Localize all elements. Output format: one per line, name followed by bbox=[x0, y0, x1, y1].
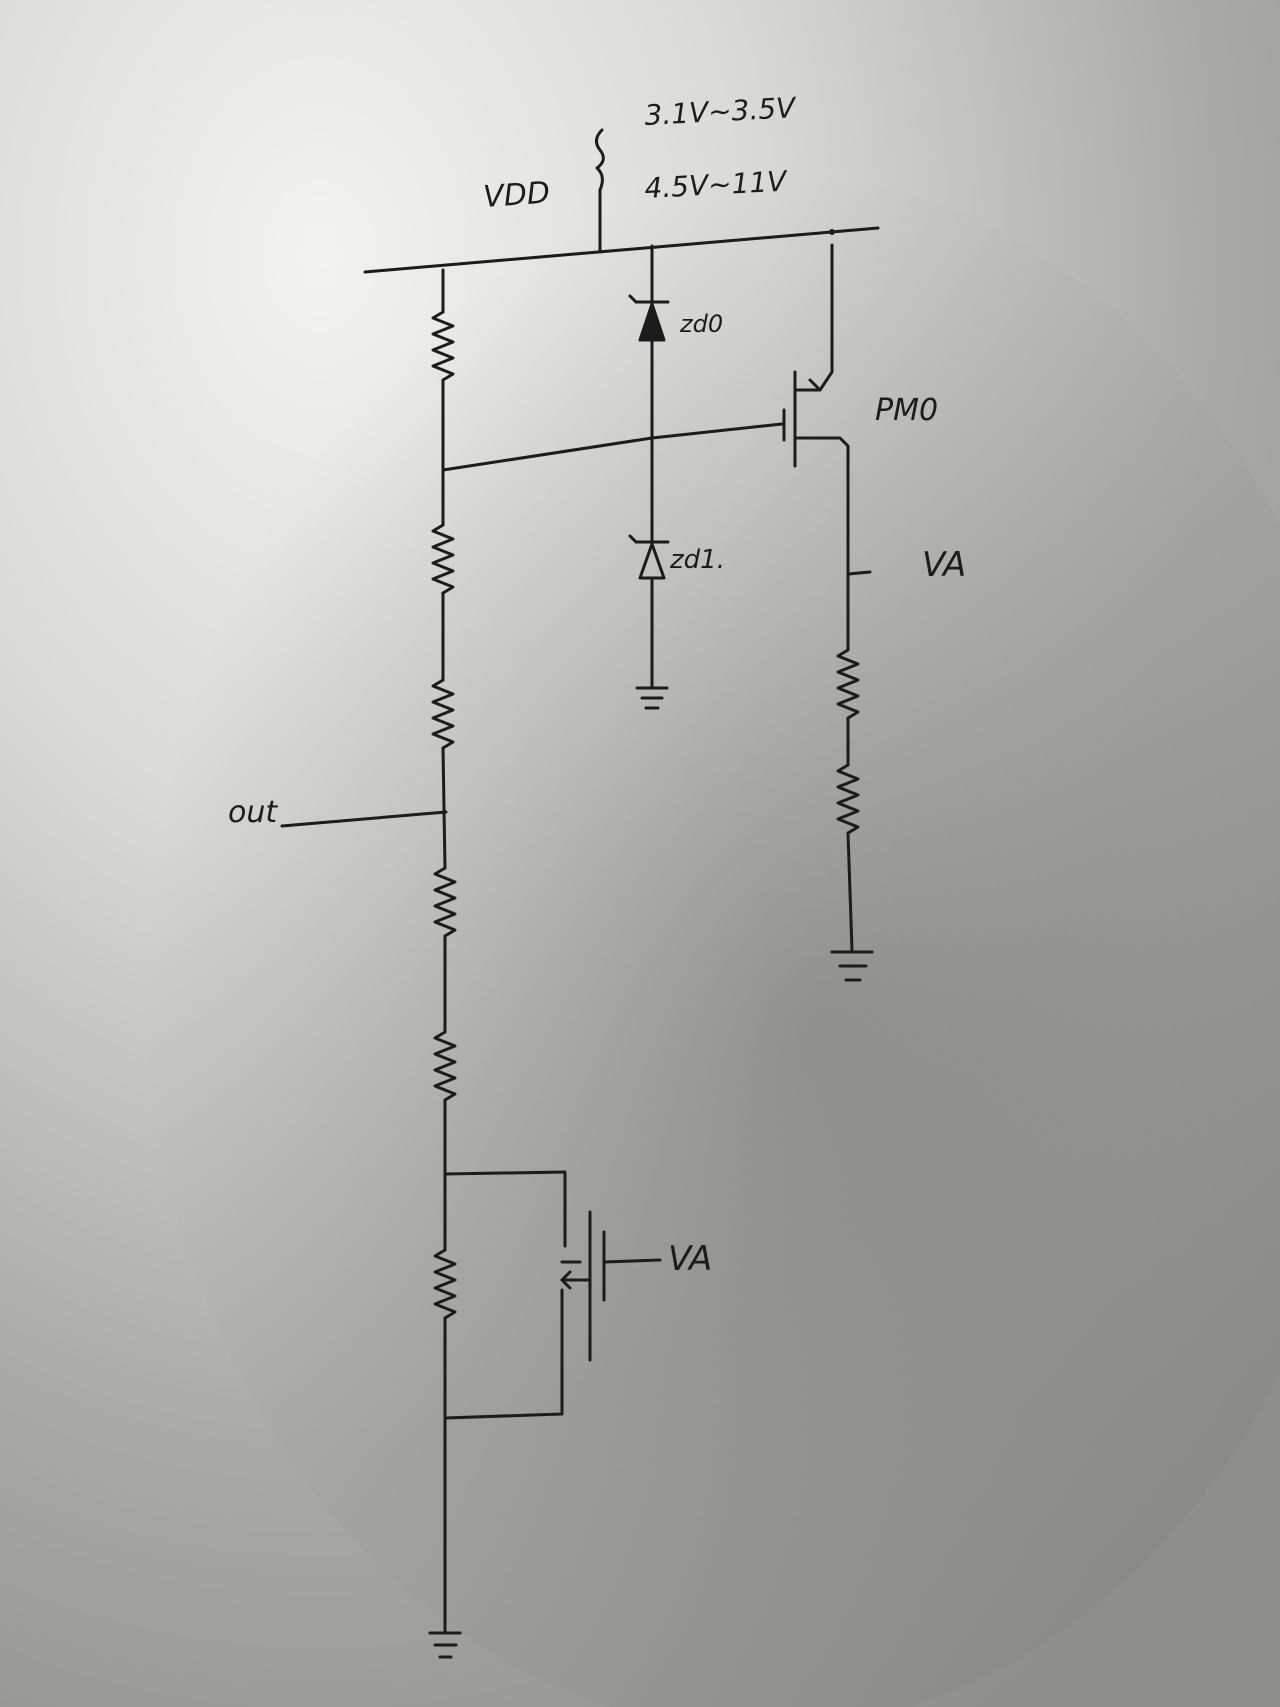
resistor-r2 bbox=[431, 523, 455, 595]
nmos-bypass bbox=[443, 1170, 662, 1420]
pmos-label: PM0 bbox=[875, 393, 938, 428]
resistor-r5 bbox=[433, 1030, 457, 1102]
resistor-r4 bbox=[433, 866, 457, 938]
vdd-rail bbox=[363, 128, 880, 274]
pmos-pm0 bbox=[782, 229, 850, 576]
resistor-r1 bbox=[431, 310, 455, 382]
zener-zd1-label: zd1. bbox=[669, 545, 725, 575]
zener-branch bbox=[628, 244, 670, 710]
paper-shadow bbox=[140, 170, 1280, 1707]
va-label-bottom: VA bbox=[668, 1239, 712, 1279]
vdd-label: VDD bbox=[482, 175, 551, 215]
va-label-right: VA bbox=[922, 545, 966, 585]
ground-symbol-left bbox=[428, 1631, 462, 1659]
resistor-r8 bbox=[836, 763, 860, 835]
supply-range-high: 4.5V~11V bbox=[644, 165, 789, 205]
out-label: out bbox=[228, 795, 278, 830]
resistor-r7 bbox=[836, 648, 860, 720]
ground-symbol-right bbox=[830, 950, 874, 982]
resistor-r6 bbox=[433, 1248, 457, 1320]
va-branch bbox=[830, 570, 874, 982]
wire-zener-to-pmos-gate bbox=[650, 422, 784, 440]
ground-symbol-zener bbox=[635, 686, 669, 710]
out-tap bbox=[280, 810, 448, 828]
zener-zd0-label: zd0 bbox=[679, 310, 723, 338]
wire-chain-to-zener bbox=[441, 436, 654, 472]
supply-range-low: 3.1V~3.5V bbox=[644, 91, 798, 132]
resistor-r3 bbox=[431, 678, 455, 750]
